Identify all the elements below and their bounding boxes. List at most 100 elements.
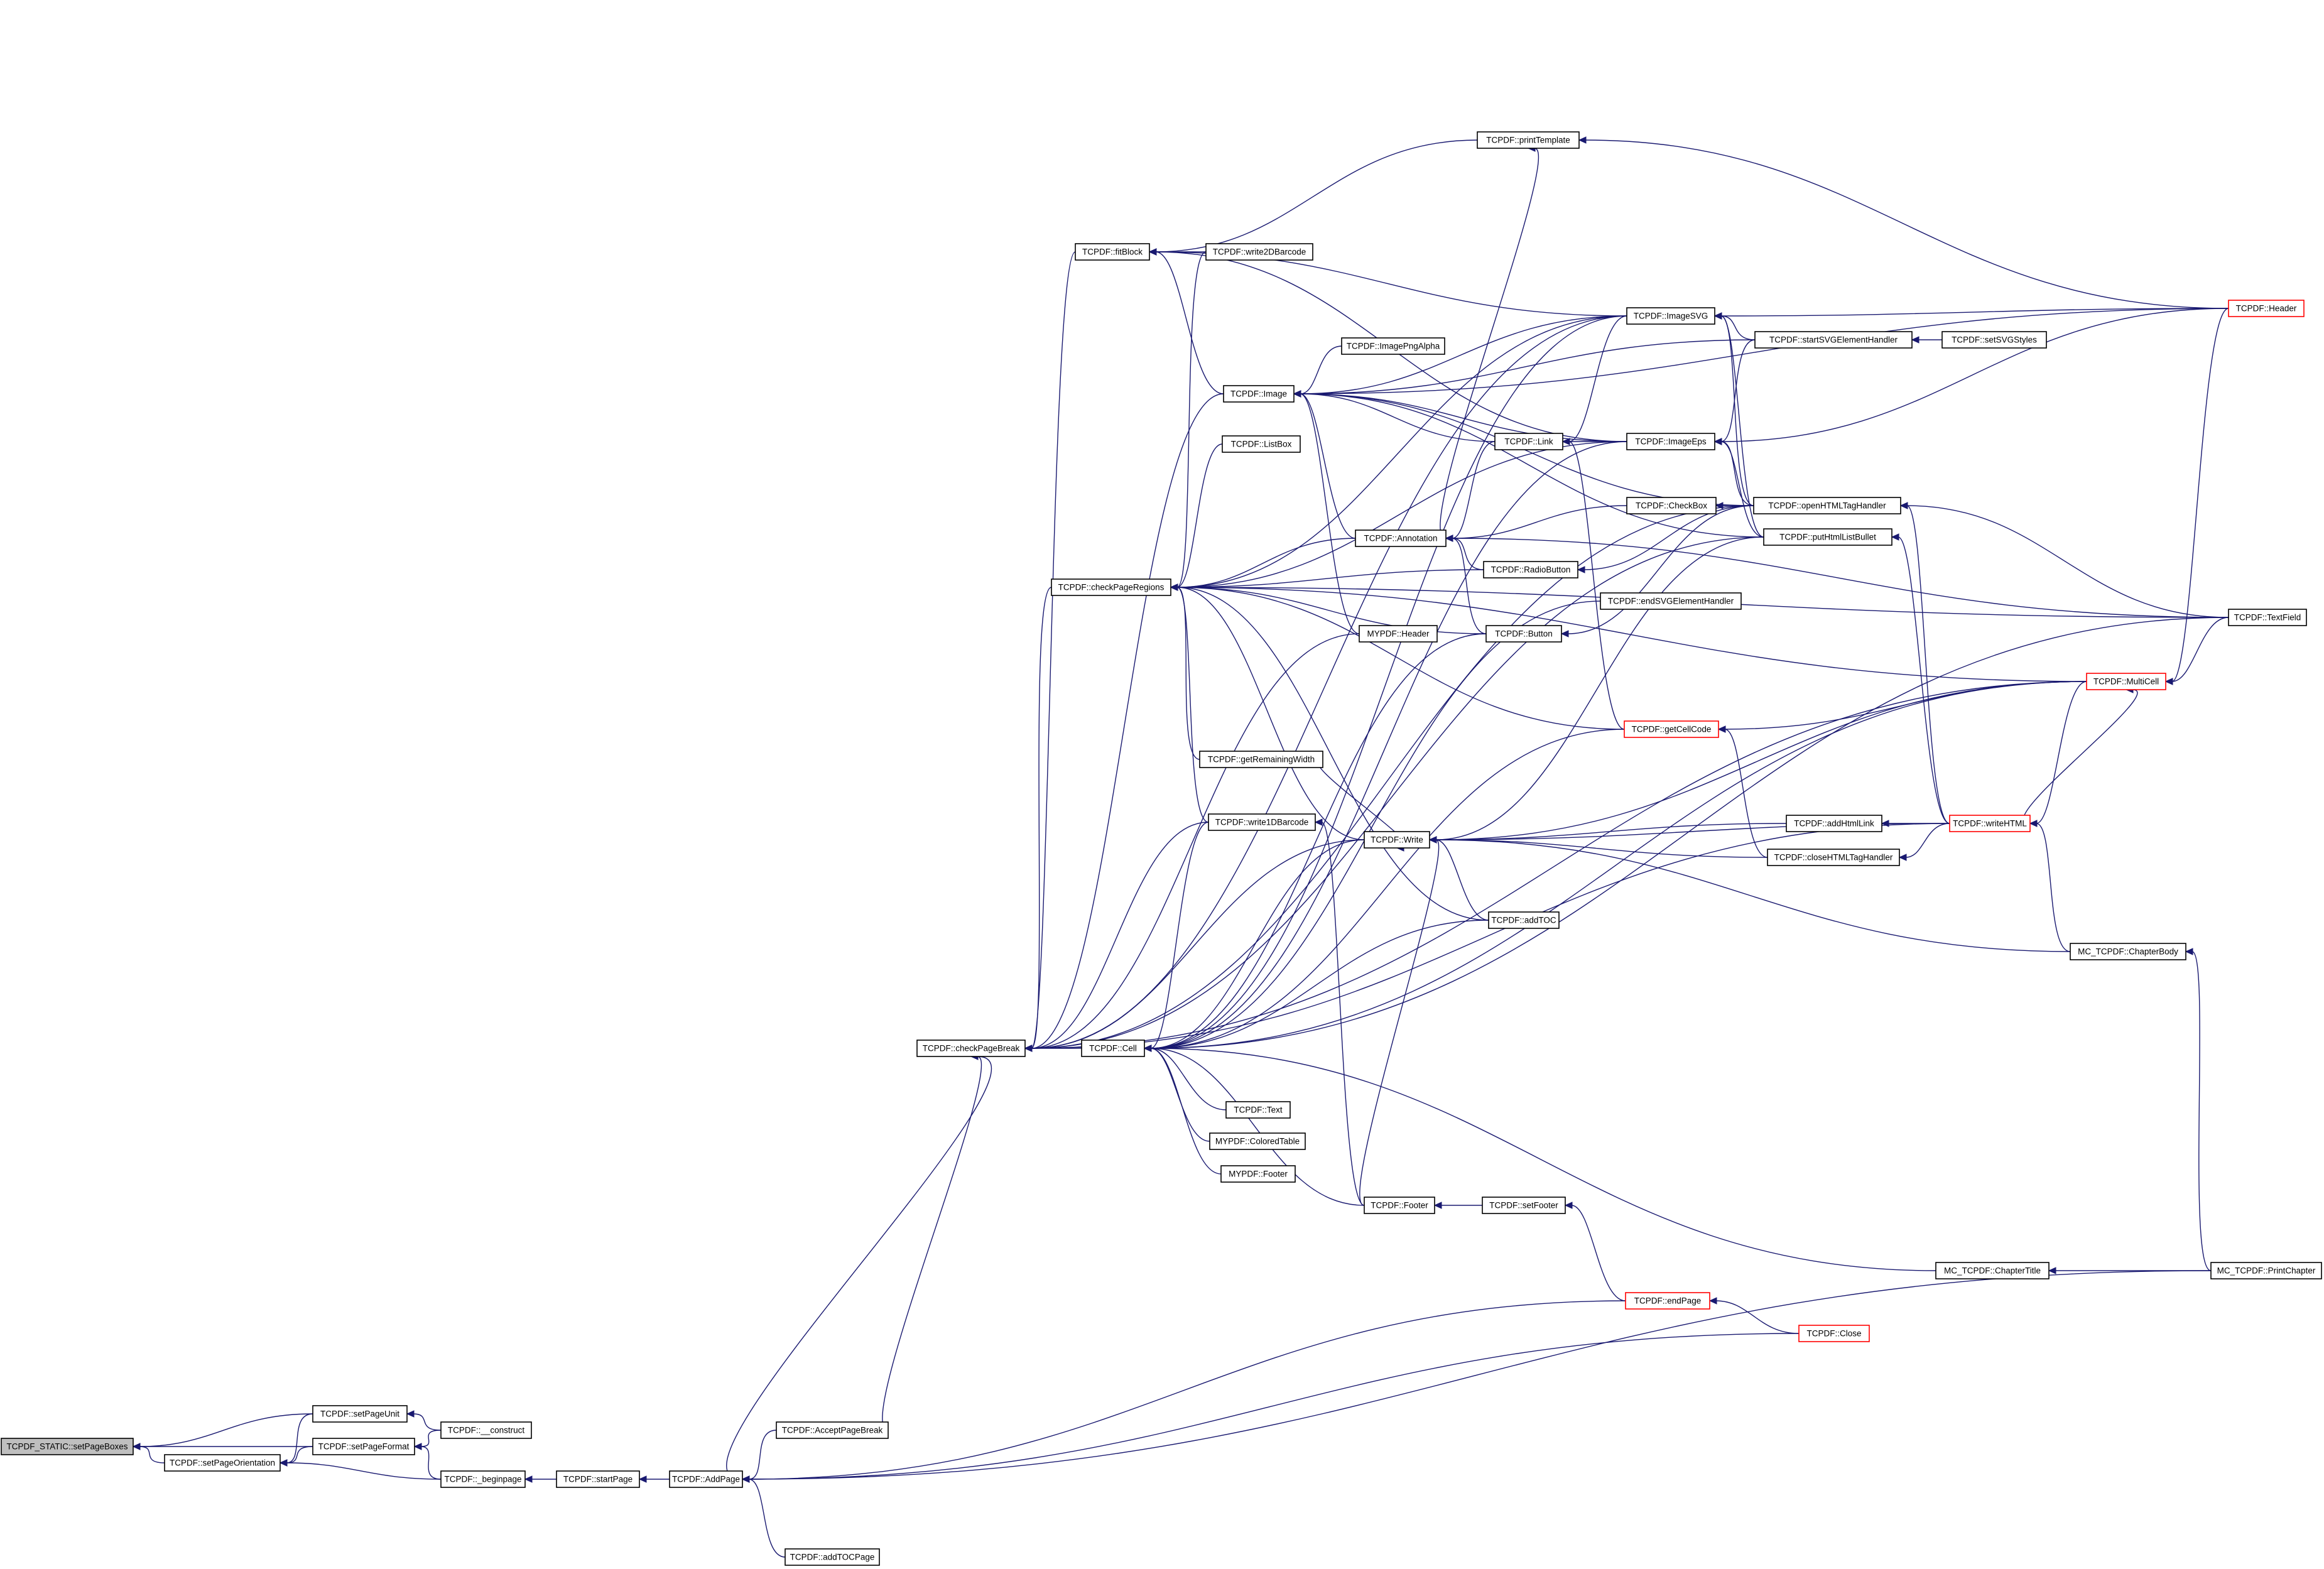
- node-beginpage[interactable]: TCPDF::_beginpage: [440, 1470, 526, 1488]
- node-accept-page-break[interactable]: TCPDF::AcceptPageBreak: [776, 1421, 889, 1439]
- node-image-eps[interactable]: TCPDF::ImageEps: [1626, 433, 1715, 450]
- edge-add-page-to-start-page: [638, 1475, 670, 1483]
- node-print-chapter[interactable]: MC_TCPDF::PrintChapter: [2210, 1262, 2322, 1279]
- node-list-box[interactable]: TCPDF::ListBox: [1222, 435, 1301, 453]
- edge-line: [1150, 920, 1489, 1049]
- edge-line: [748, 1270, 2212, 1480]
- node-write-html[interactable]: TCPDF::writeHTML: [1949, 815, 2031, 832]
- node-header[interactable]: TCPDF::Header: [2228, 300, 2305, 317]
- node-set-svgstyles[interactable]: TCPDF::setSVGStyles: [1941, 331, 2047, 349]
- edge-annotation-to-image: [1293, 390, 1356, 539]
- node-chapter-body[interactable]: MC_TCPDF::ChapterBody: [2070, 943, 2186, 960]
- node-box: [1485, 625, 1562, 643]
- node-box: [1935, 1262, 2050, 1279]
- edge-line: [1300, 393, 1356, 539]
- node-link[interactable]: TCPDF::Link: [1494, 433, 1563, 450]
- edge-line: [1031, 839, 1365, 1049]
- node-get-cell-code[interactable]: TCPDF::getCellCode: [1624, 720, 1719, 738]
- edge-end-page-to-set-footer: [1564, 1202, 1626, 1301]
- edge-colored-table-to-cell: [1143, 1045, 1210, 1142]
- edge-line: [1435, 839, 2071, 952]
- edge-line: [1150, 315, 1627, 1049]
- edge-end-page-to-add-page: [741, 1300, 1626, 1483]
- edge-line: [1031, 315, 1627, 1049]
- node-radio-button[interactable]: TCPDF::RadioButton: [1483, 561, 1578, 578]
- edge-link-to-annotation: [1445, 441, 1496, 542]
- edge-line: [1898, 536, 1950, 824]
- node-add-page[interactable]: TCPDF::AddPage: [669, 1470, 743, 1488]
- node-cell[interactable]: TCPDF::Cell: [1081, 1040, 1145, 1057]
- node-label: TCPDF::getRemainingWidth: [1208, 755, 1315, 764]
- edge-close-to-end-page: [1708, 1297, 1800, 1334]
- node-image-svg[interactable]: TCPDF::ImageSVG: [1626, 307, 1715, 325]
- edge-line: [1031, 823, 1950, 1049]
- node-chapter-title[interactable]: MC_TCPDF::ChapterTitle: [1935, 1262, 2050, 1279]
- edge-arrowhead: [1170, 584, 1178, 591]
- node-get-remaining-width[interactable]: TCPDF::getRemainingWidth: [1199, 751, 1323, 768]
- node-add-html-link[interactable]: TCPDF::addHtmlLink: [1786, 815, 1882, 832]
- node-set-page-orientation[interactable]: TCPDF::setPageOrientation: [164, 1454, 281, 1472]
- node-label: TCPDF::AcceptPageBreak: [782, 1426, 883, 1435]
- node-image[interactable]: TCPDF::Image: [1223, 385, 1295, 403]
- node-open-htmltag-handler[interactable]: TCPDF::openHTMLTagHandler: [1753, 497, 1901, 514]
- edge-beginpage-to-set-page-format: [413, 1443, 442, 1480]
- edge-line: [1150, 1048, 1936, 1271]
- node-check-page-regions[interactable]: TCPDF::checkPageRegions: [1051, 578, 1171, 596]
- node-set-footer[interactable]: TCPDF::setFooter: [1482, 1197, 1566, 1214]
- edge-start-page-to-beginpage: [524, 1475, 557, 1483]
- node-multi-cell[interactable]: TCPDF::MultiCell: [2086, 673, 2166, 690]
- node-set-page-unit[interactable]: TCPDF::setPageUnit: [312, 1405, 408, 1423]
- edge-arrowhead: [2029, 820, 2038, 827]
- node-add-tocpage[interactable]: TCPDF::addTOCPage: [785, 1548, 880, 1566]
- node-start-page[interactable]: TCPDF::startPage: [556, 1470, 640, 1488]
- node-box: [1600, 592, 1742, 610]
- node-end-svgelement-handler[interactable]: TCPDF::endSVGElementHandler: [1600, 592, 1742, 610]
- node-set-page-format[interactable]: TCPDF::setPageFormat: [312, 1438, 415, 1455]
- node-box: [1949, 815, 2031, 832]
- node-box: [440, 1421, 532, 1439]
- node-image-png-alpha[interactable]: TCPDF::ImagePngAlpha: [1341, 337, 1445, 355]
- node-label: TCPDF::openHTMLTagHandler: [1768, 501, 1886, 511]
- node-box: [2086, 673, 2166, 690]
- node-start-svgelement-handler[interactable]: TCPDF::startSVGElementHandler: [1754, 331, 1913, 349]
- edge-line: [2036, 823, 2071, 952]
- node-write[interactable]: TCPDF::Write: [1364, 831, 1430, 849]
- node-myheader[interactable]: MYPDF::Header: [1359, 625, 1438, 643]
- node-label: TCPDF::endSVGElementHandler: [1608, 597, 1734, 606]
- node-text[interactable]: TCPDF::Text: [1225, 1101, 1291, 1119]
- edge-line: [1452, 441, 1496, 539]
- node-colored-table[interactable]: MYPDF::ColoredTable: [1209, 1132, 1306, 1150]
- node-write1-dbarcode[interactable]: TCPDF::write1DBarcode: [1208, 813, 1316, 831]
- node-put-html-list-bullet[interactable]: TCPDF::putHtmlListBullet: [1763, 528, 1892, 546]
- node-label: MYPDF::Header: [1367, 629, 1430, 639]
- edge-line: [1176, 443, 1223, 588]
- node-add-toc[interactable]: TCPDF::addTOC: [1488, 911, 1560, 929]
- node-myfooter[interactable]: MYPDF::Footer: [1220, 1165, 1296, 1183]
- node-label: TCPDF::MultiCell: [2093, 677, 2159, 687]
- node-footer[interactable]: TCPDF::Footer: [1364, 1197, 1435, 1214]
- node-set-page-boxes[interactable]: TCPDF_STATIC::setPageBoxes: [1, 1438, 134, 1455]
- edge-arrowhead: [1713, 438, 1722, 445]
- node-check-page-break[interactable]: TCPDF::checkPageBreak: [916, 1040, 1026, 1057]
- node-write2-dbarcode[interactable]: TCPDF::write2DBarcode: [1205, 243, 1313, 261]
- node-end-page[interactable]: TCPDF::endPage: [1625, 1292, 1710, 1310]
- edge-arrowhead: [1293, 390, 1301, 398]
- node-text-field[interactable]: TCPDF::TextField: [2228, 609, 2307, 626]
- node-button[interactable]: TCPDF::Button: [1485, 625, 1562, 643]
- node-box: [1205, 243, 1313, 261]
- edge-line: [139, 1413, 313, 1447]
- edge-line: [1715, 1300, 1800, 1334]
- node-label: TCPDF::TextField: [2234, 613, 2301, 622]
- node-annotation[interactable]: TCPDF::Annotation: [1355, 529, 1447, 547]
- node-close[interactable]: TCPDF::Close: [1798, 1325, 1870, 1342]
- edge-arrowhead: [741, 1475, 750, 1483]
- node-check-box[interactable]: TCPDF::CheckBox: [1626, 497, 1717, 514]
- edge-arrowhead: [1445, 535, 1453, 542]
- node-label: MC_TCPDF::ChapterTitle: [1944, 1266, 2041, 1276]
- node-print-template[interactable]: TCPDF::printTemplate: [1477, 131, 1580, 149]
- node-box: [1477, 131, 1580, 149]
- node-close-htmltag-handler[interactable]: TCPDF::closeHTMLTagHandler: [1767, 849, 1900, 866]
- node-construct[interactable]: TCPDF::__construct: [440, 1421, 532, 1439]
- node-fit-block[interactable]: TCPDF::fitBlock: [1075, 243, 1150, 261]
- node-label: TCPDF::addTOCPage: [790, 1553, 875, 1562]
